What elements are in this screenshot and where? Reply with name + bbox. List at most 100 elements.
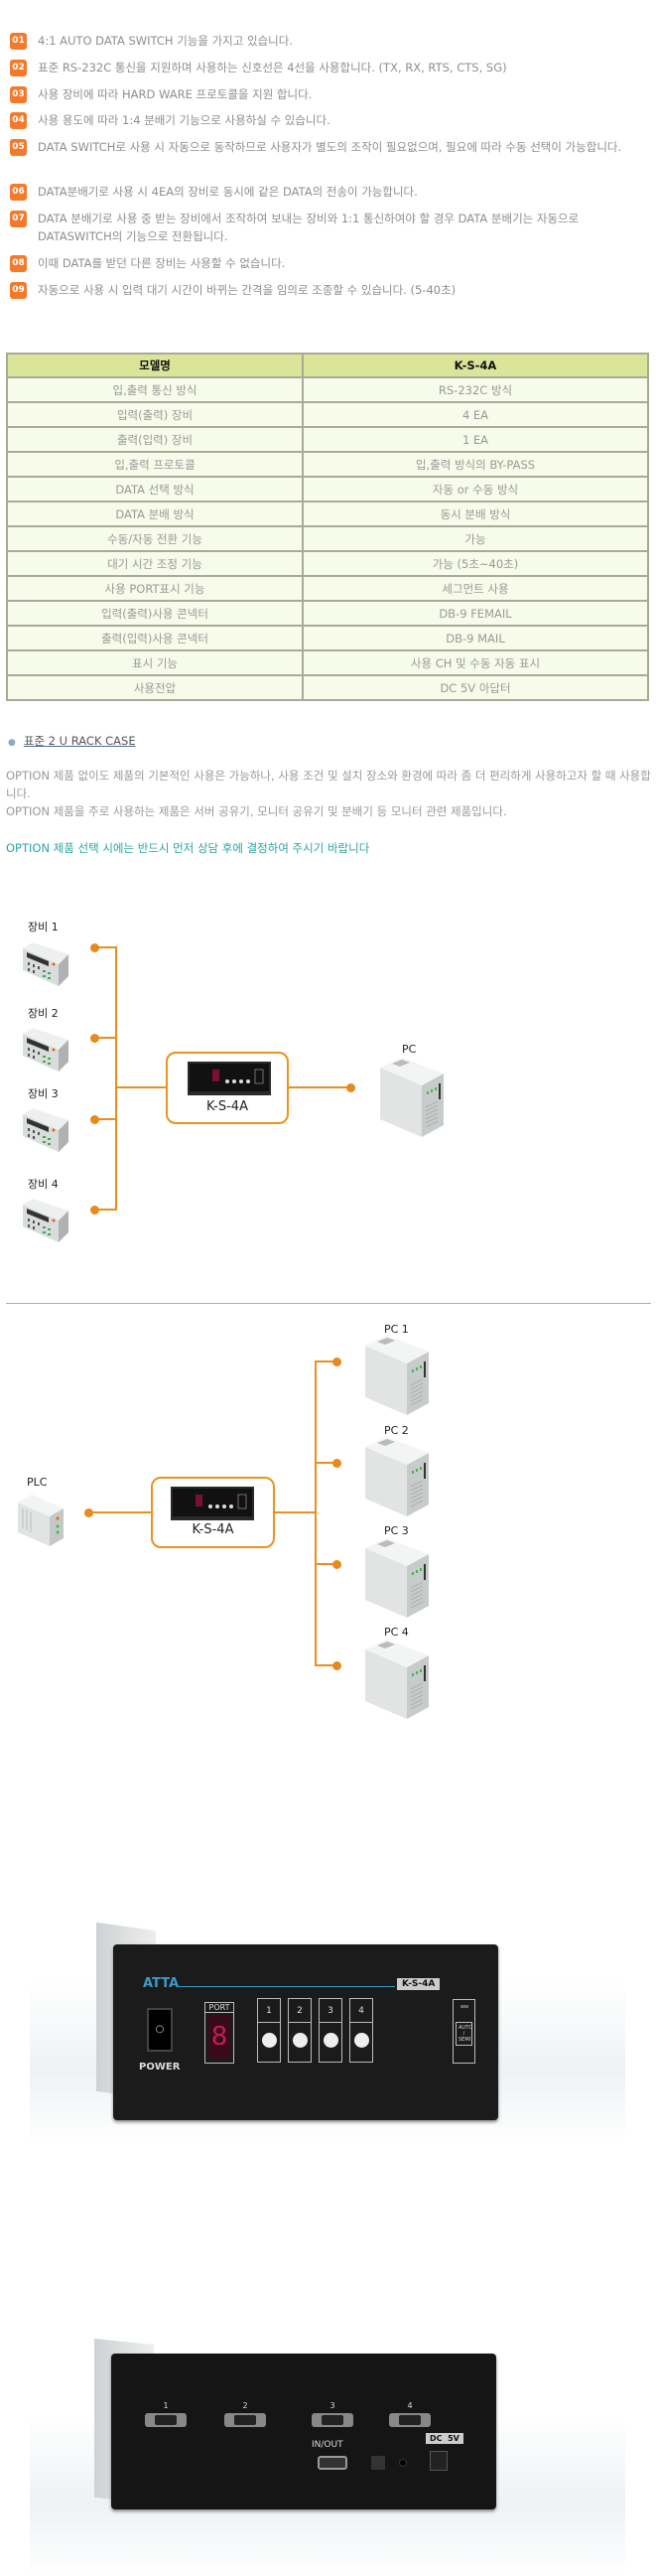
pc-tower-icon bbox=[365, 1640, 430, 1720]
connector-line bbox=[315, 1360, 317, 1666]
port-button-2[interactable]: 2 bbox=[288, 1998, 312, 2063]
pc-label: PC 2 bbox=[384, 1424, 409, 1437]
connector-line bbox=[115, 1086, 167, 1088]
feature-text: 자동으로 사용 시 입력 대기 시간이 바뀌는 간격을 임의로 조종할 수 있습… bbox=[38, 283, 457, 297]
connector-dot bbox=[332, 1661, 341, 1670]
port-number: 3 bbox=[329, 2401, 335, 2410]
connector-line bbox=[95, 946, 116, 948]
option-paragraph-2: OPTION 제품을 주로 사용하는 제품은 서버 공유기, 모니터 공유기 및… bbox=[6, 804, 507, 818]
port-button-3[interactable]: 3 bbox=[319, 1998, 342, 2063]
spec-label: 출력(입력) 장비 bbox=[6, 426, 304, 453]
connector-line bbox=[288, 1086, 351, 1088]
port-button-1[interactable]: 1 bbox=[257, 1998, 281, 2063]
spec-value: DC 5V 아답터 bbox=[302, 674, 649, 701]
port-number: 1 bbox=[163, 2401, 169, 2410]
port-label: PORT bbox=[205, 2003, 233, 2013]
feature-text: 사용 장비에 따라 HARD WARE 프로토콜을 지원 합니다. bbox=[38, 87, 313, 101]
switch-box: K-S-4A bbox=[166, 1052, 289, 1124]
spec-value: RS-232C 방식 bbox=[302, 376, 649, 403]
header-cell: K-S-4A bbox=[302, 353, 649, 378]
option-link[interactable]: 표준 2 U RACK CASE bbox=[23, 734, 136, 748]
mode-button[interactable]: AUTO/SEMI bbox=[453, 1999, 475, 2064]
dc-jack bbox=[430, 2451, 448, 2471]
spec-label: DATA 분배 방식 bbox=[6, 501, 304, 527]
terminal-icon bbox=[23, 1199, 68, 1242]
pc-label: PC bbox=[402, 1043, 417, 1056]
feature-text: DATA SWITCH로 사용 시 자동으로 동작하므로 사용자가 별도의 조작… bbox=[38, 140, 622, 154]
reset-hole bbox=[399, 2459, 407, 2467]
spec-value: 동시 분배 방식 bbox=[302, 501, 649, 527]
spec-value: 입,출력 방식의 BY-PASS bbox=[302, 451, 649, 478]
terminal-icon bbox=[23, 942, 68, 986]
connector-line bbox=[115, 946, 117, 1211]
switch-device-icon bbox=[188, 1061, 271, 1096]
number-badge: 01 bbox=[10, 33, 27, 50]
connector-line bbox=[315, 1462, 336, 1464]
pc-label: PC 1 bbox=[384, 1323, 409, 1336]
bullet-icon: ● bbox=[8, 738, 16, 748]
device-label: 장비 3 bbox=[28, 1087, 59, 1100]
db9-male-connector bbox=[318, 2456, 347, 2470]
feature-text: DATA 분배기로 사용 중 받는 장비에서 조작하여 보내는 장비와 1:1 … bbox=[38, 212, 580, 243]
spec-value: 사용 CH 및 수동 자동 표시 bbox=[302, 649, 649, 676]
connector-line bbox=[95, 1118, 116, 1120]
power-switch: ○ bbox=[147, 2008, 173, 2052]
connector-line bbox=[315, 1360, 336, 1362]
db9-female-port: 2 bbox=[222, 2401, 268, 2431]
terminal-icon bbox=[23, 1108, 68, 1152]
spec-label: 사용전압 bbox=[6, 674, 304, 701]
power-label: POWER bbox=[139, 2062, 181, 2073]
port-button-4[interactable]: 4 bbox=[349, 1998, 373, 2063]
dip-switch bbox=[371, 2456, 385, 2470]
connector-dot bbox=[90, 1115, 99, 1124]
pc-label: PC 3 bbox=[384, 1524, 409, 1537]
number-badge: 03 bbox=[10, 86, 27, 103]
device-label: 장비 4 bbox=[28, 1178, 59, 1191]
spec-value: 자동 or 수동 방식 bbox=[302, 476, 649, 502]
option-link-row: ● 표준 2 U RACK CASE bbox=[8, 732, 653, 752]
feature-text: 사용 용도에 따라 1:4 분배기 기능으로 사용하실 수 있습니다. bbox=[38, 113, 330, 127]
db9-female-port: 3 bbox=[310, 2401, 355, 2431]
switch-label: K-S-4A bbox=[192, 1522, 234, 1537]
port-display: PORT 8 bbox=[204, 2002, 234, 2064]
spec-value: DB-9 FEMAIL bbox=[302, 600, 649, 627]
spec-label: 표시 기능 bbox=[6, 649, 304, 676]
segment-display: 8 bbox=[208, 2016, 230, 2059]
spec-label: 입,출력 통신 방식 bbox=[6, 376, 304, 403]
feature-text: 표준 RS-232C 통신을 지원하며 사용하는 신호선은 4선을 사용합니다.… bbox=[38, 61, 507, 74]
model-label: K-S-4A bbox=[397, 1978, 441, 1990]
port-number: 4 bbox=[407, 2401, 413, 2410]
header-cell: 모델명 bbox=[6, 353, 304, 378]
number-badge: 06 bbox=[10, 184, 27, 201]
spec-value: 4 EA bbox=[302, 401, 649, 428]
connector-dot bbox=[346, 1083, 355, 1092]
number-badge: 07 bbox=[10, 211, 27, 227]
db9-female-port: 4 bbox=[387, 2401, 433, 2431]
feature-item: 07 DATA 분배기로 사용 중 받는 장비에서 조작하여 보내는 장비와 1:… bbox=[10, 210, 645, 245]
spec-value: 가능 bbox=[302, 525, 649, 552]
connector-dot bbox=[332, 1459, 341, 1468]
pc-label: PC 4 bbox=[384, 1626, 409, 1639]
number-badge: 08 bbox=[10, 255, 27, 272]
spec-value: 세그먼트 사용 bbox=[302, 575, 649, 602]
port-number: 1 bbox=[258, 1999, 280, 2023]
plc-icon bbox=[18, 1495, 64, 1546]
